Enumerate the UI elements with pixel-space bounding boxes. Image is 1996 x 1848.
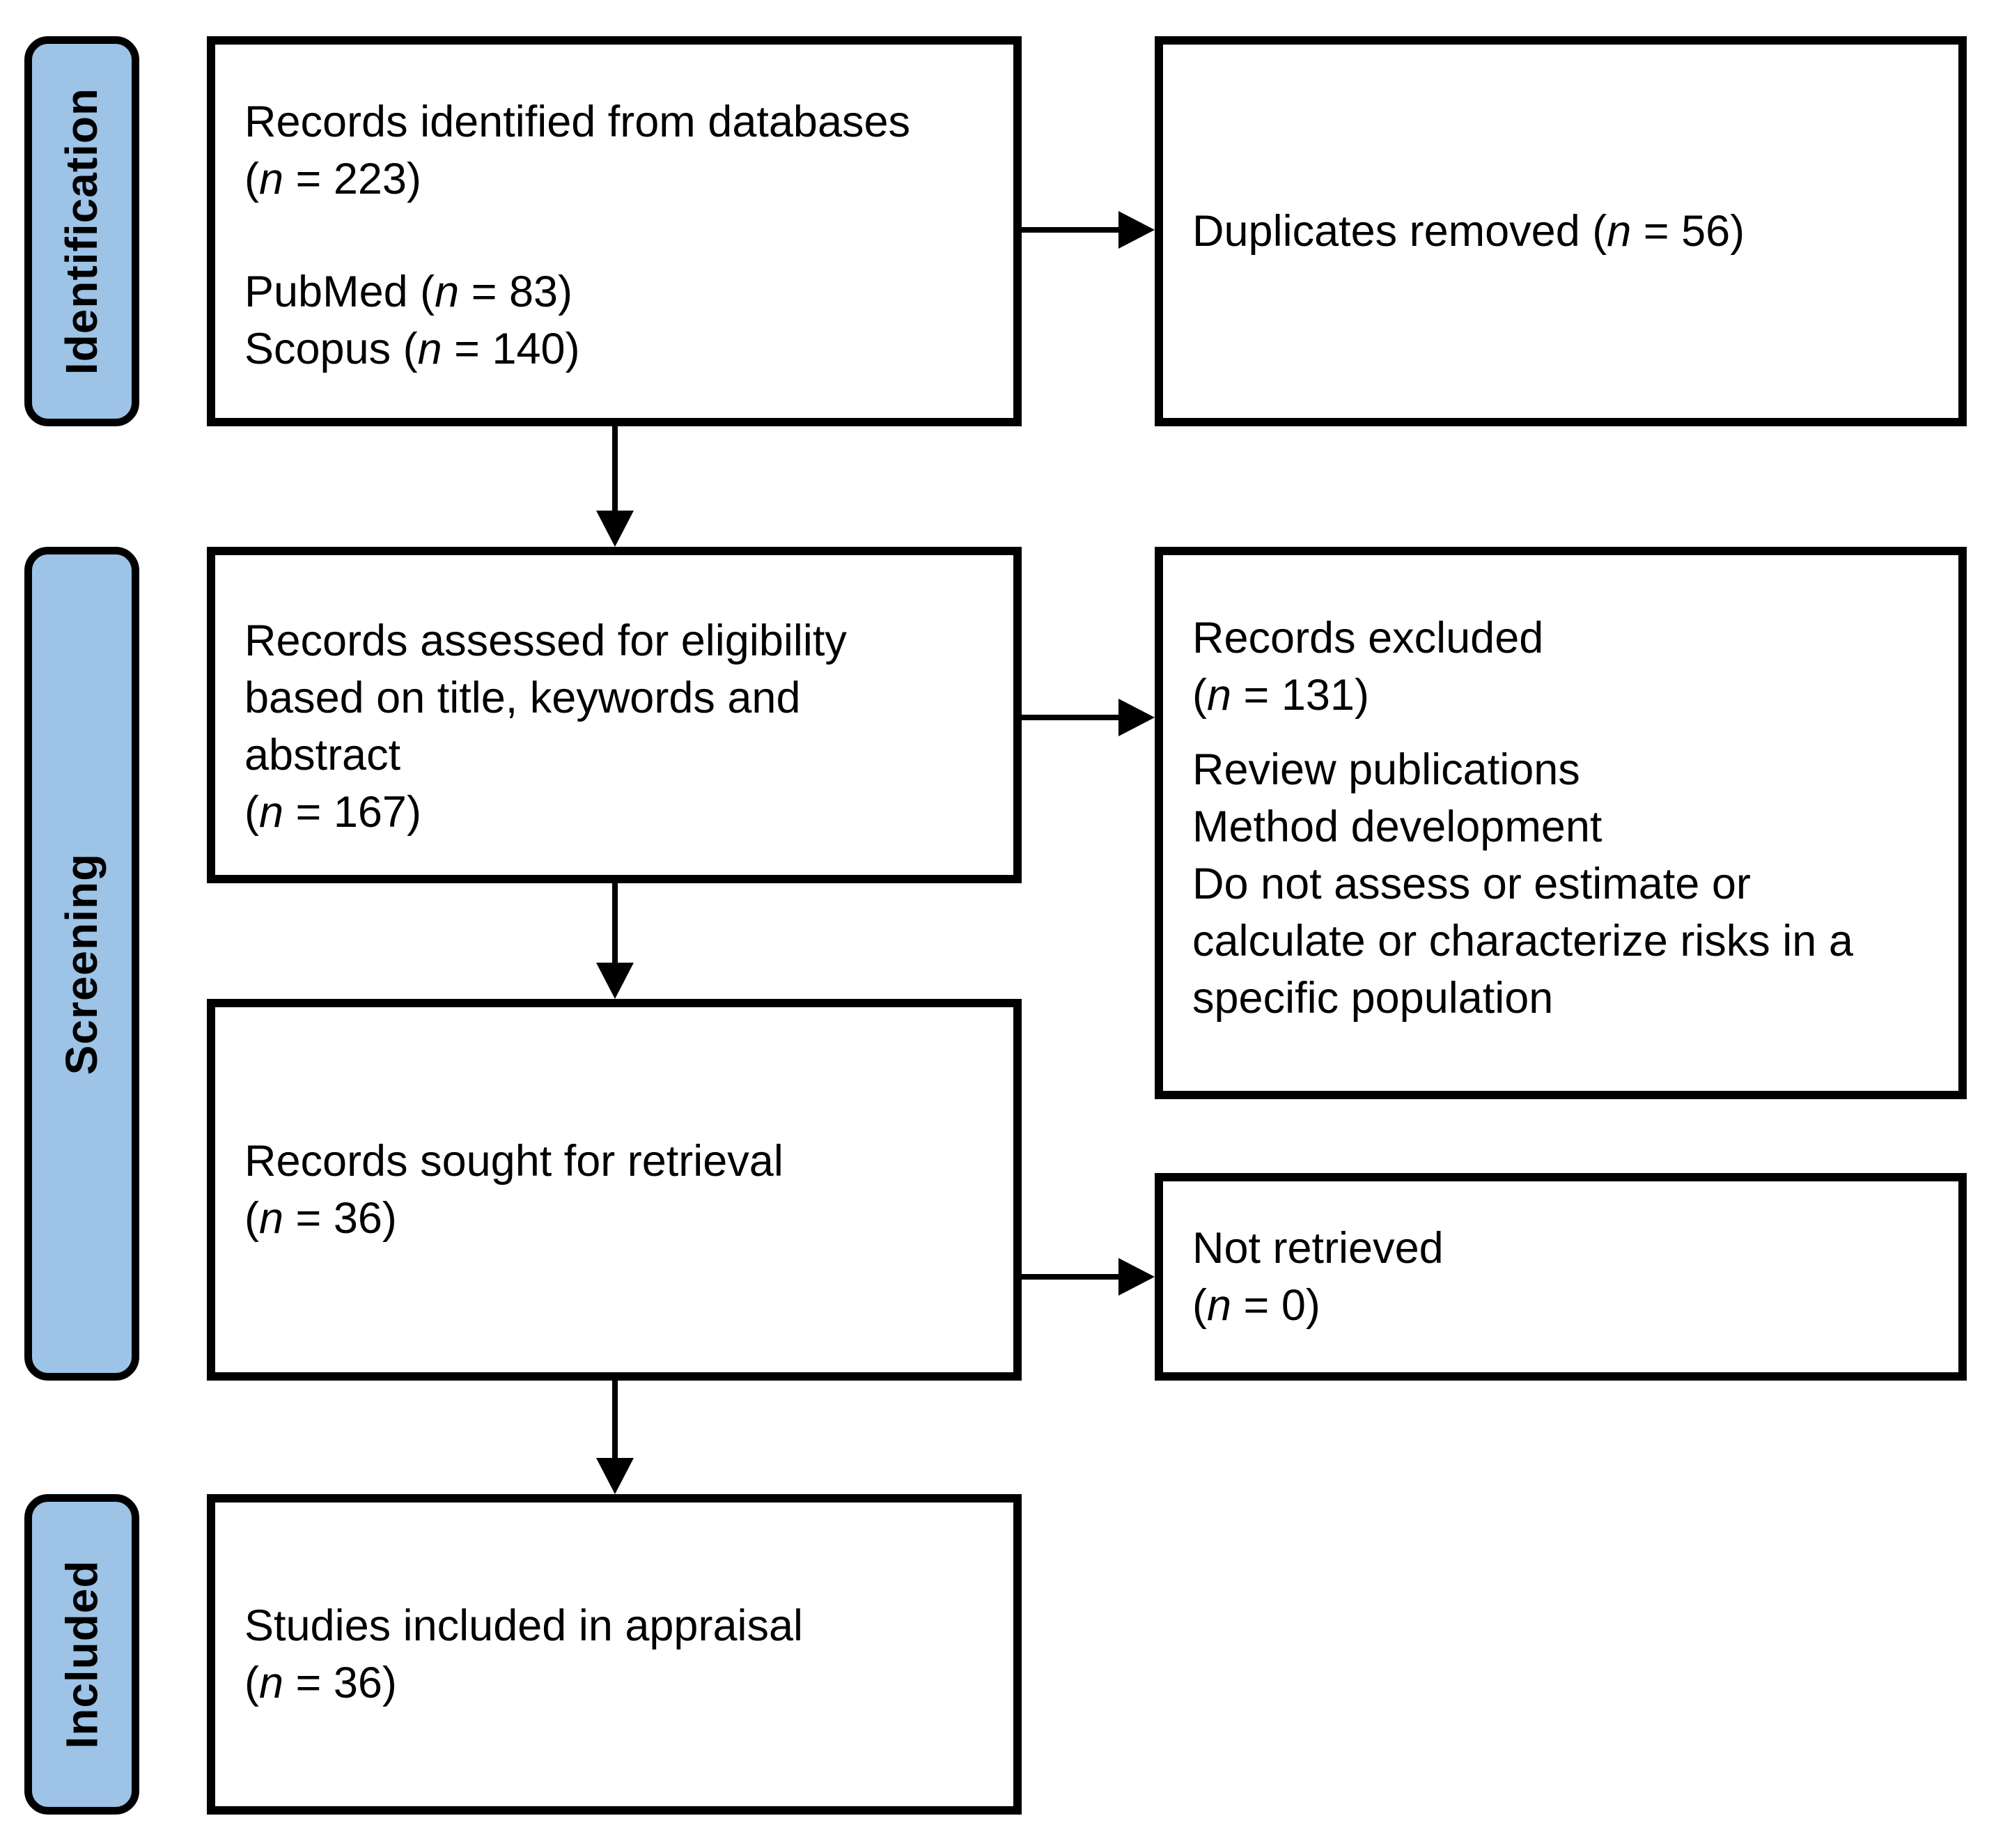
box-records-identified-source-scopus: Scopus (n = 140) bbox=[244, 325, 580, 373]
box-records-sought-count: (n = 36) bbox=[244, 1194, 397, 1243]
stage-label-included: Included bbox=[24, 1494, 139, 1815]
arrow-down-icon bbox=[596, 1458, 634, 1494]
exclusion-reason: specific population bbox=[1192, 974, 1554, 1023]
exclusion-reason: calculate or characterize risks in a bbox=[1192, 917, 1853, 965]
box-records-excluded-line: Records excluded bbox=[1192, 614, 1544, 662]
box-records-excluded-count: (n = 131) bbox=[1192, 671, 1369, 720]
exclusion-reason: Review publications bbox=[1192, 745, 1580, 794]
exclusion-reason: Do not assess or estimate or bbox=[1192, 860, 1751, 908]
box-records-assessed-line: Records assessed for eligibility bbox=[244, 616, 847, 665]
box-records-assessed-count: (n = 167) bbox=[244, 788, 421, 837]
arrow-right-icon bbox=[1118, 211, 1155, 249]
exclusion-reasons: Review publications Method development D… bbox=[1192, 741, 1933, 1027]
stage-label-identification-text: Identification bbox=[56, 87, 107, 375]
box-records-identified: Records identified from databases (n = 2… bbox=[207, 36, 1022, 426]
exclusion-reason: Method development bbox=[1192, 802, 1603, 851]
box-not-retrieved-line: Not retrieved bbox=[1192, 1224, 1444, 1273]
stage-label-screening: Screening bbox=[24, 547, 139, 1381]
box-records-assessed-line: based on title, keywords and bbox=[244, 674, 801, 722]
box-studies-included-count: (n = 36) bbox=[244, 1659, 397, 1707]
arrow-assessed-to-sought-line bbox=[612, 882, 618, 963]
box-studies-included-line: Studies included in appraisal bbox=[244, 1601, 804, 1650]
stage-label-included-text: Included bbox=[56, 1560, 107, 1749]
box-records-assessed: Records assessed for eligibility based o… bbox=[207, 547, 1022, 883]
arrow-right-icon bbox=[1118, 1258, 1155, 1296]
box-records-identified-source-pubmed: PubMed (n = 83) bbox=[244, 267, 573, 316]
box-duplicates-removed-line: Duplicates removed (n = 56) bbox=[1192, 207, 1745, 256]
box-studies-included: Studies included in appraisal (n = 36) bbox=[207, 1494, 1022, 1815]
arrow-identified-to-duplicates-line bbox=[1020, 227, 1118, 233]
box-not-retrieved-count: (n = 0) bbox=[1192, 1281, 1320, 1330]
box-records-identified-count: (n = 223) bbox=[244, 155, 421, 203]
box-records-assessed-line: abstract bbox=[244, 731, 401, 779]
arrow-identified-to-assessed-line bbox=[612, 425, 618, 513]
box-duplicates-removed: Duplicates removed (n = 56) bbox=[1155, 36, 1967, 426]
box-not-retrieved: Not retrieved (n = 0) bbox=[1155, 1173, 1967, 1381]
arrow-assessed-to-excluded-line bbox=[1020, 715, 1118, 720]
arrow-down-icon bbox=[596, 511, 634, 547]
blank-line bbox=[244, 208, 988, 263]
box-records-sought: Records sought for retrieval (n = 36) bbox=[207, 999, 1022, 1381]
box-records-excluded: Records excluded (n = 131) Review public… bbox=[1155, 547, 1967, 1099]
box-records-sought-line: Records sought for retrieval bbox=[244, 1137, 783, 1186]
arrow-right-icon bbox=[1118, 699, 1155, 736]
stage-label-screening-text: Screening bbox=[56, 853, 107, 1075]
arrow-sought-to-included-line bbox=[612, 1379, 618, 1458]
arrow-down-icon bbox=[596, 963, 634, 999]
arrow-sought-to-notretrieved-line bbox=[1020, 1274, 1118, 1280]
stage-label-identification: Identification bbox=[24, 36, 139, 426]
box-records-identified-line: Records identified from databases bbox=[244, 98, 911, 146]
